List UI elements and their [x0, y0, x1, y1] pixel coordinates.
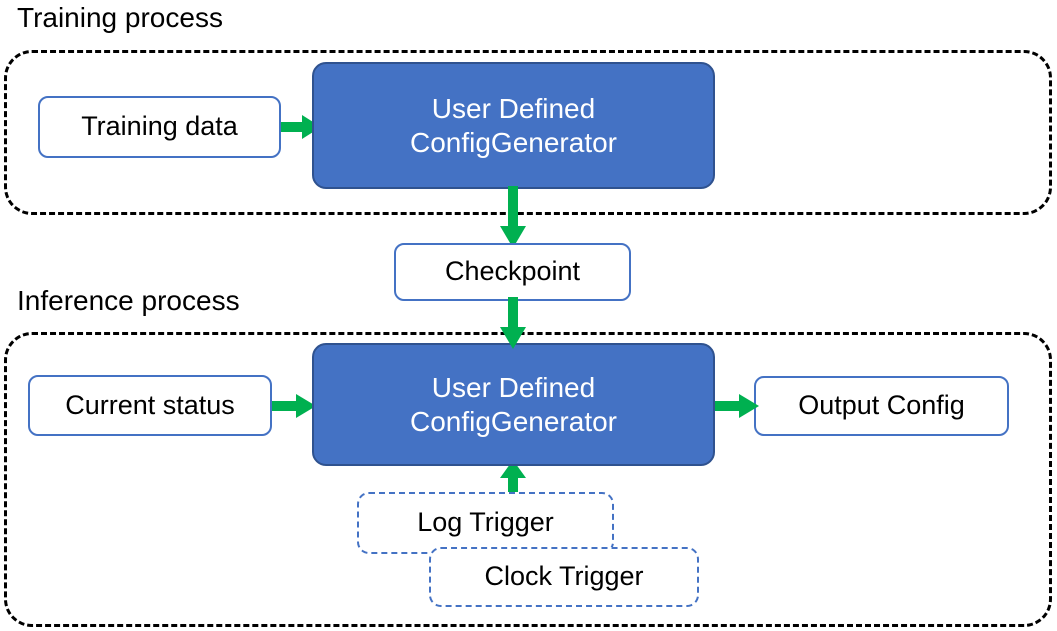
node-output-config[interactable]: Output Config	[754, 376, 1009, 436]
training-generator-line-2: ConfigGenerator	[409, 126, 617, 158]
node-training-user-defined-config-generator[interactable]: User Defined ConfigGenerator	[312, 62, 715, 189]
training-generator-line-1: User Defined	[431, 93, 596, 125]
arrow-current-status-to-generator-icon	[272, 394, 316, 418]
node-clock-trigger[interactable]: Clock Trigger	[429, 547, 699, 607]
training-process-container	[4, 50, 1052, 215]
inference-process-caption: Inference process	[17, 285, 240, 316]
node-inference-user-defined-config-generator[interactable]: User Defined ConfigGenerator	[312, 343, 715, 466]
node-current-status[interactable]: Current status	[28, 375, 272, 436]
inference-generator-line-1: User Defined	[431, 372, 596, 404]
inference-process-container	[4, 332, 1052, 627]
arrow-training-data-to-generator-icon	[281, 115, 321, 139]
arrow-triggers-to-generator-icon	[500, 460, 526, 500]
node-log-trigger[interactable]: Log Trigger	[357, 492, 614, 554]
training-process-caption: Training process	[17, 2, 223, 33]
inference-generator-line-2: ConfigGenerator	[409, 405, 617, 437]
arrow-generator-to-checkpoint-icon	[500, 186, 526, 248]
arrow-generator-to-output-config-icon	[711, 394, 759, 418]
node-checkpoint[interactable]: Checkpoint	[394, 243, 631, 301]
node-training-data[interactable]: Training data	[38, 96, 281, 158]
arrow-checkpoint-to-generator-icon	[500, 297, 526, 349]
